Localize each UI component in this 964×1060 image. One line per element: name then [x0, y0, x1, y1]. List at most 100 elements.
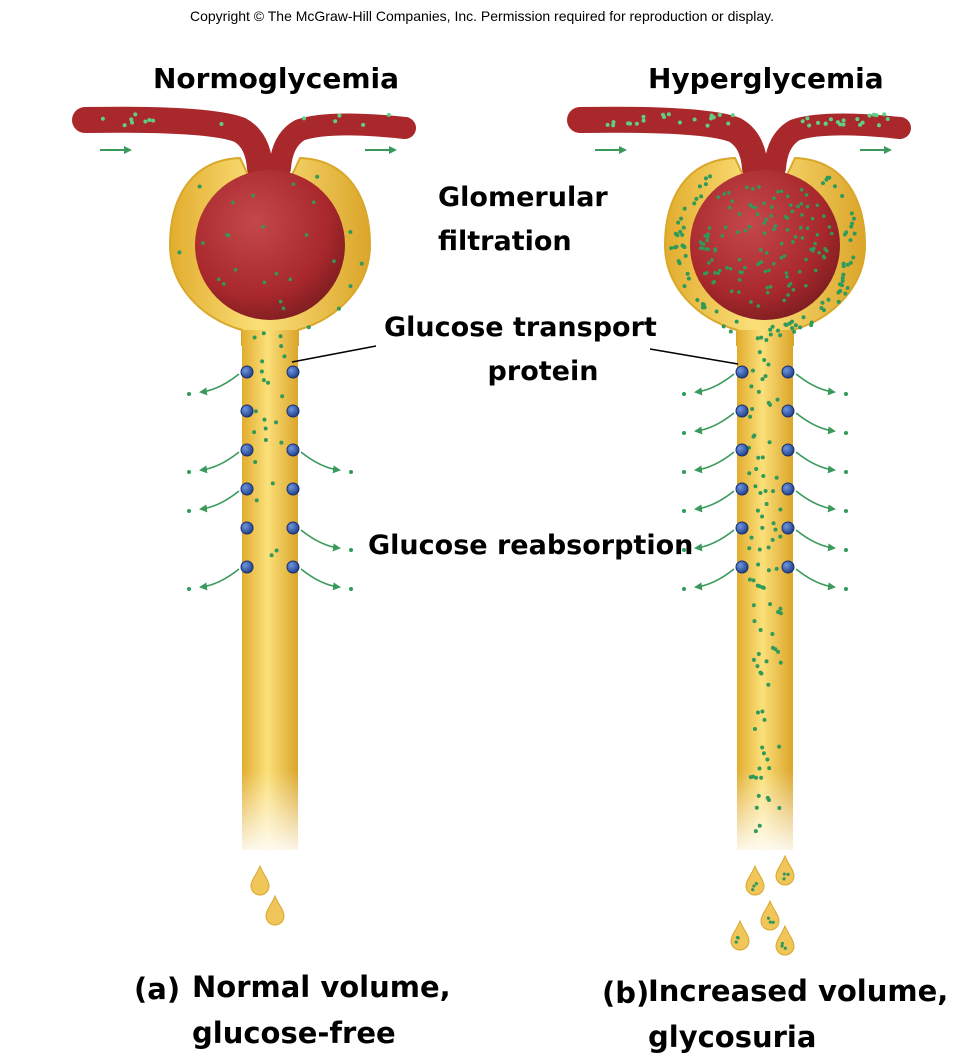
glucose-dot	[842, 232, 847, 237]
glucose-dot	[793, 235, 798, 239]
glucose-transport-protein	[286, 521, 300, 535]
glucose-dot	[848, 260, 853, 265]
glucose-dot	[333, 119, 338, 124]
glucose-dot	[735, 230, 740, 234]
glucose-dot	[805, 204, 810, 209]
glucose-dot	[311, 200, 316, 205]
glucose-dot	[768, 920, 772, 924]
urine-droplet	[265, 894, 285, 926]
glucose-dot	[682, 284, 687, 289]
glucose-dot	[278, 334, 283, 339]
afferent-arteriole	[567, 106, 768, 181]
glucose-dot	[757, 185, 761, 189]
glucose-dot	[819, 306, 824, 311]
glucose-dot	[832, 184, 837, 189]
glucose-dot	[754, 775, 759, 780]
glucose-dot	[815, 233, 820, 237]
panel-a-caption-line2: glucose-free	[192, 1016, 396, 1050]
efferent-arteriole	[764, 113, 911, 179]
glucose-dot	[709, 113, 714, 118]
glucose-dot	[820, 300, 825, 305]
copyright-notice: Copyright © The McGraw-Hill Companies, I…	[189, 8, 775, 24]
glucose-dot	[752, 619, 757, 624]
glucose-dot	[761, 473, 766, 478]
glucose-dot	[817, 250, 821, 255]
glucose-dot	[730, 113, 735, 118]
glucose-dot	[721, 324, 726, 329]
glucose-dot	[758, 628, 763, 633]
glucose-dot	[769, 214, 773, 218]
glucose-dot	[766, 545, 771, 550]
glucose-dot	[844, 509, 848, 513]
glucose-dot	[749, 300, 753, 304]
glucose-transport-protein	[286, 443, 300, 457]
glucose-dot	[187, 509, 191, 513]
glucose-dot	[750, 406, 755, 411]
glucose-dot	[764, 501, 769, 506]
glucose-dot	[263, 437, 268, 442]
glucose-transport-protein	[286, 404, 300, 418]
glucose-dot	[867, 113, 872, 118]
glucose-dot	[813, 268, 818, 273]
glucose-transport-protein	[735, 482, 749, 496]
glucose-dot	[764, 217, 768, 222]
glucose-dot	[677, 261, 682, 266]
glucose-dot	[835, 120, 840, 125]
glucose-dot	[737, 212, 742, 216]
transport-proteins	[682, 365, 848, 591]
glucose-dot	[848, 238, 853, 243]
reabsorption-arrow	[694, 412, 735, 435]
glomerular-filtration-label: Glomerular filtration	[438, 176, 608, 264]
glucose-dot	[762, 358, 767, 363]
glucose-transport-protein	[286, 482, 300, 496]
glucose-dot	[682, 392, 686, 396]
glucose-dot	[725, 265, 729, 270]
glucose-dot	[767, 268, 771, 273]
glucose-dot	[737, 257, 742, 262]
glucose-dot	[782, 298, 786, 303]
glucose-dot	[751, 578, 756, 583]
glucose-dot	[261, 378, 266, 383]
glucose-dot	[778, 611, 783, 616]
glucose-dot	[757, 823, 762, 828]
glucose-dot	[756, 651, 761, 656]
glucose-transport-protein	[781, 482, 795, 496]
glucose-dot	[785, 227, 790, 232]
glucose-dot	[762, 231, 767, 235]
reabsorption-arrow	[199, 568, 240, 591]
glucose-dot	[786, 293, 790, 297]
glucose-dot	[730, 199, 735, 204]
glucose-dot	[762, 221, 767, 225]
glucose-dot	[678, 229, 683, 234]
glucose-dot	[708, 174, 713, 179]
glucose-dot	[849, 224, 854, 229]
glucose-dot	[804, 257, 808, 262]
glucose-dot	[747, 471, 752, 476]
glucose-dot	[288, 277, 293, 282]
glucose-transport-protein	[735, 521, 749, 535]
glucose-dot	[634, 121, 639, 126]
leader-line-left	[291, 345, 377, 363]
transport-label-line2: protein	[487, 356, 599, 387]
glucose-dot	[768, 284, 773, 289]
glucose-dot	[774, 475, 779, 480]
glucose-dot	[871, 112, 876, 117]
glucose-dot	[752, 726, 757, 731]
glucose-dot	[827, 225, 832, 229]
glucose-dot	[278, 299, 283, 304]
glucose-dot	[836, 299, 841, 304]
glucose-dot	[777, 805, 782, 810]
glucose-dot	[765, 757, 770, 762]
glucose-dot	[804, 193, 809, 197]
glucose-dot	[216, 277, 221, 282]
urine-droplet	[745, 864, 765, 896]
reabsorption-arrow	[795, 568, 836, 591]
glucose-transport-protein	[240, 404, 254, 418]
glucose-dot	[274, 548, 279, 553]
glucose-dot	[757, 766, 762, 771]
glucose-dot	[845, 286, 850, 291]
glucose-dot	[187, 587, 191, 591]
glucose-dot	[837, 282, 842, 287]
glucose-transport-protein	[240, 365, 254, 379]
reabsorption-arrow	[795, 490, 836, 513]
